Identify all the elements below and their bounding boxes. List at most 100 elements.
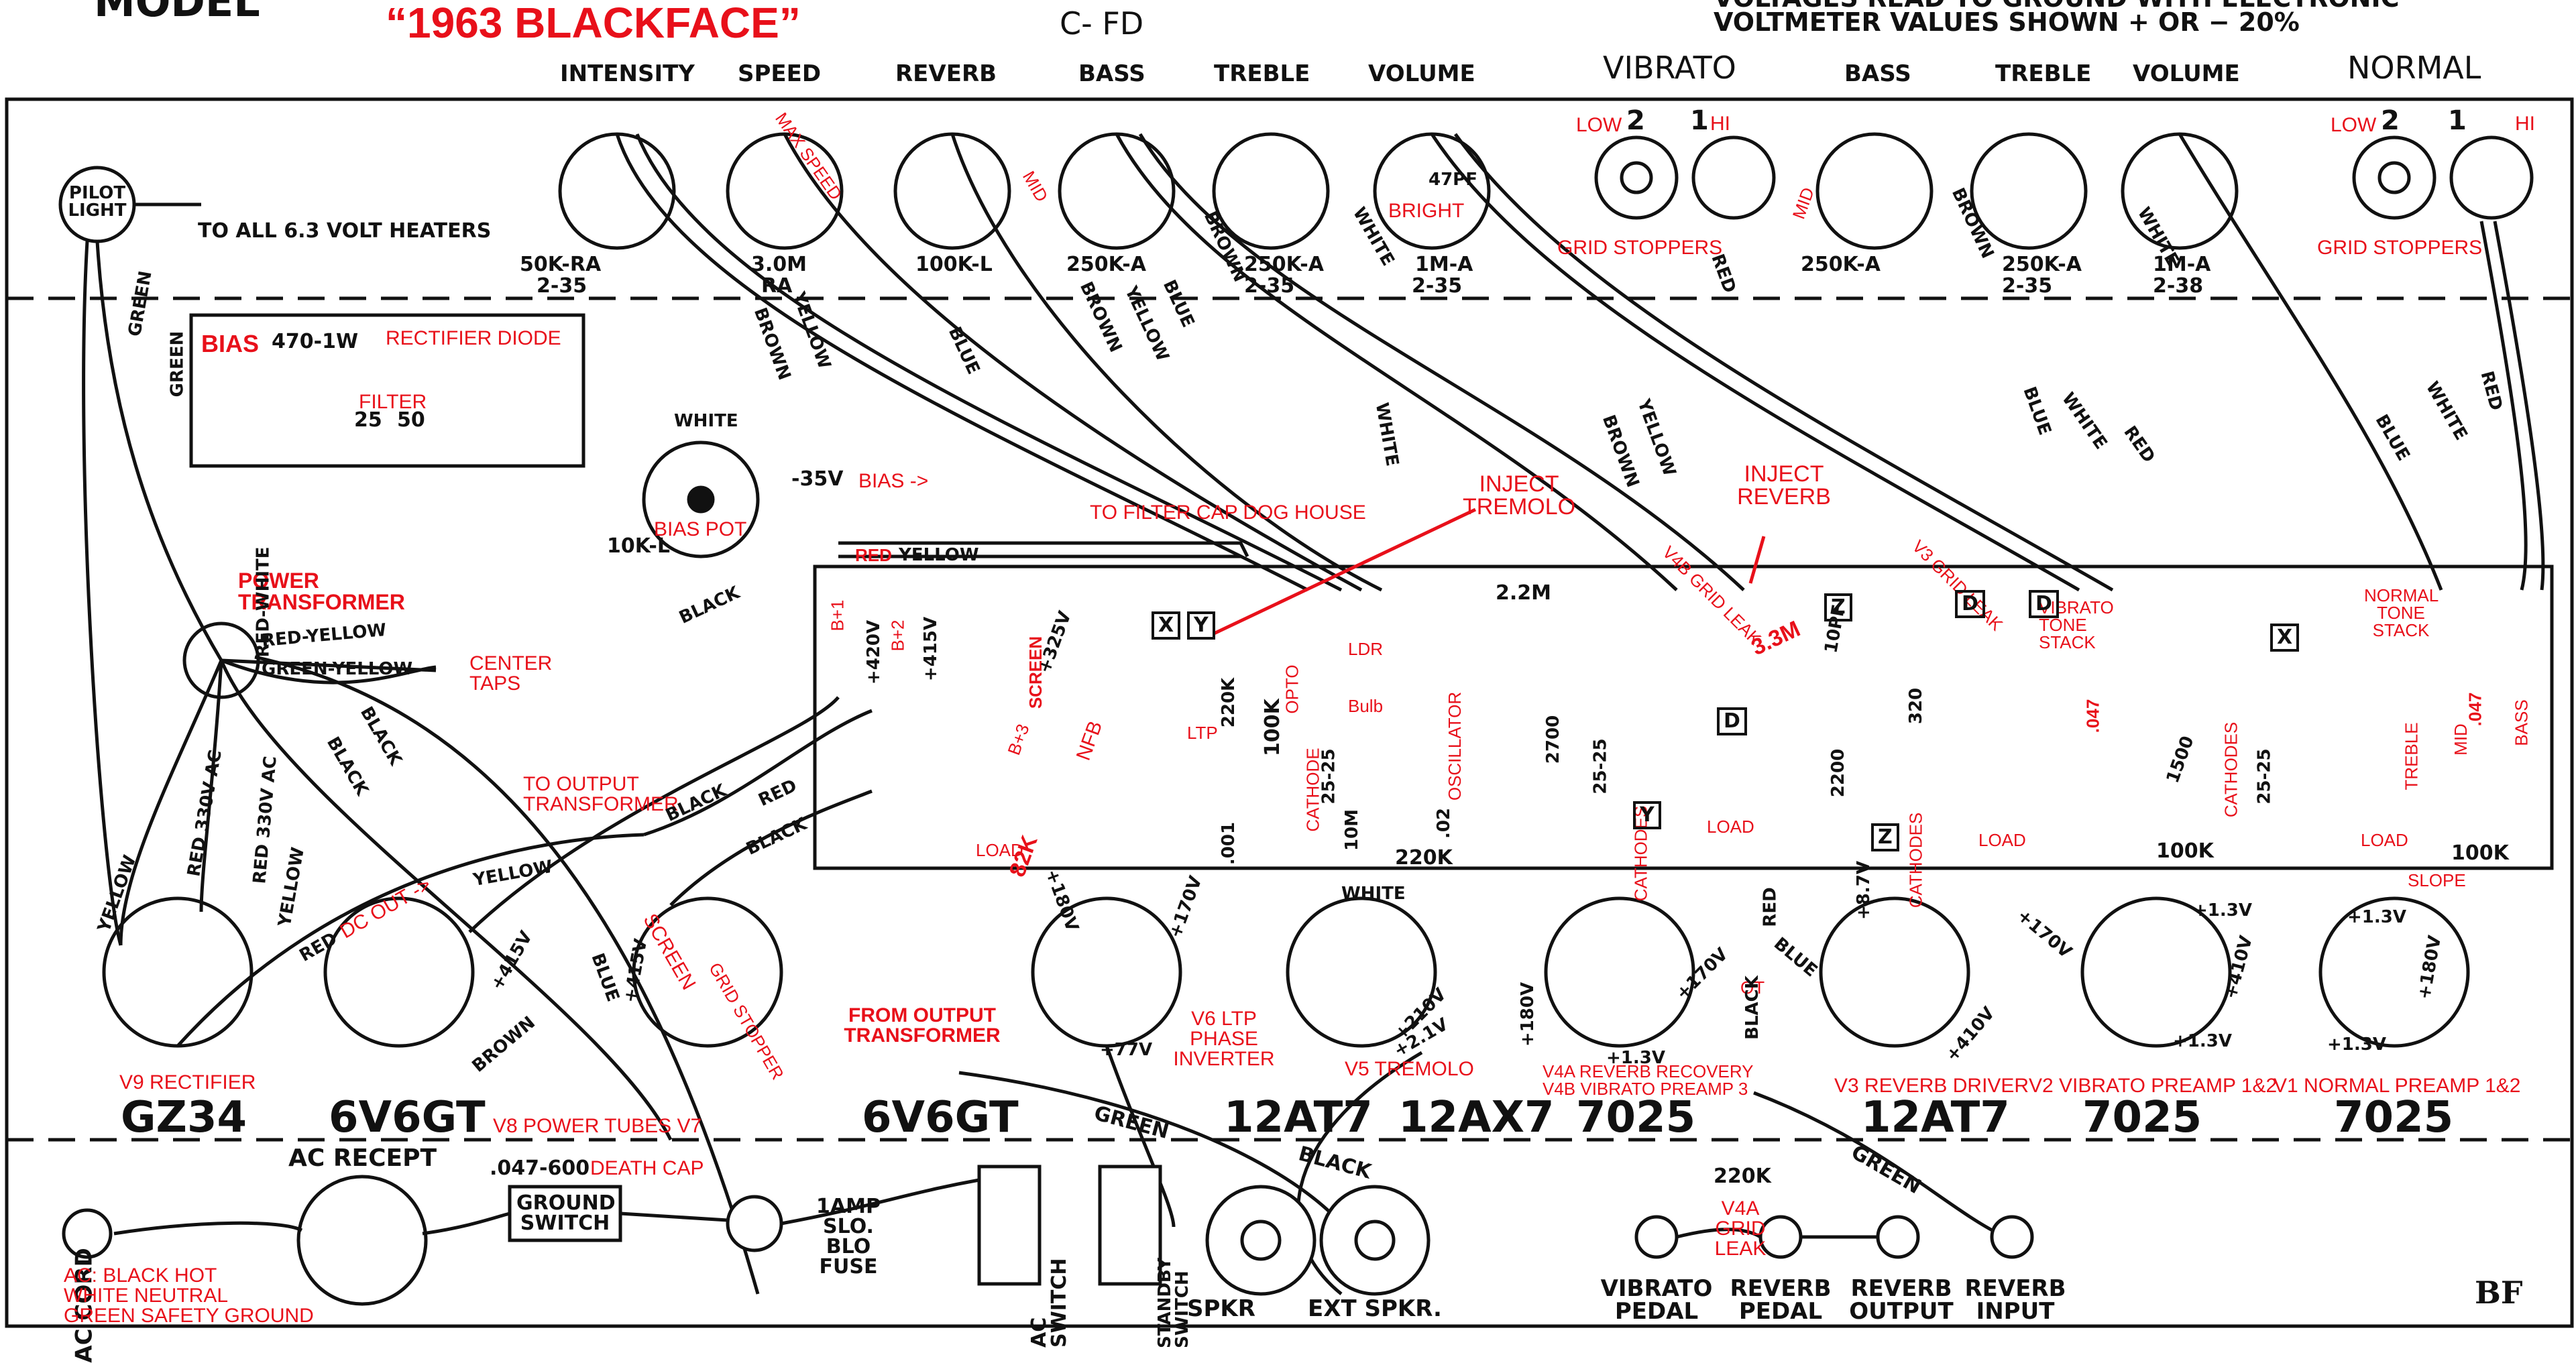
death-cap-label: DEATH CAP [590,1157,704,1179]
load-label-4: LOAD [2361,830,2408,850]
load-label-2: LOAD [1707,817,1754,837]
load-label-3: LOAD [1978,830,2026,850]
ext-spkr-label: EXT SPKR. [1308,1295,1442,1322]
wire-white-v5: WHITE [1341,884,1406,904]
knob-label-treble-norm: TREBLE [1995,60,2092,87]
node-x-2: X [2270,624,2300,652]
to-output-transformer-label: TO OUTPUT TRANSFORMER [523,773,679,815]
input-num-1: 1 [1690,105,1709,136]
pot-value: 250K-A [1066,253,1146,276]
ground-switch-label: GROUND SWITCH [516,1191,616,1235]
socket-7025-a [1544,896,1695,1048]
grid-stoppers-norm: GRID STOPPERS [2317,237,2483,259]
r100k-label-3: 100K [2451,841,2509,865]
v1-3-label-3: +1.3V [2173,1031,2232,1051]
pot-value: 250K-A [2002,253,2082,276]
c25-25-label-3: 25-25 [2254,748,2275,805]
knob-label-reverb: REVERB [895,60,997,87]
pot-reverb [893,132,1011,250]
voltage-note-2: VOLTMETER VALUES SHOWN + OR − 20% [1714,7,2300,37]
c002-label: .02 [1434,807,1455,839]
filter-label: FILTER [359,391,427,413]
pot-volume-norm [2121,132,2239,250]
ldr-label: LDR [1348,639,1384,659]
pot-10k-label: 10K-L [607,534,670,558]
r320-label: 320 [1906,687,1927,725]
cathodes-label-3: CATHODES [2221,721,2241,818]
oscillator-label: OSCILLATOR [1445,691,1465,801]
node-y-2: Y [1633,801,1661,829]
reverb-pedal-label: REVERB PEDAL [1730,1275,1832,1325]
ot-label: OT [1740,977,1765,998]
bulb-label: Bulb [1348,696,1384,716]
pilot-light-label: PILOT LIGHT [68,183,127,221]
wire-red-board: RED [855,545,892,565]
v1-3-label-5: +1.3V [2327,1034,2386,1055]
knob-label-treble: TREBLE [1214,60,1310,87]
pot-code: 2-35 [537,274,587,298]
wire-red-v4: RED [1760,887,1781,927]
r10m-label: 10M [1342,809,1363,851]
tube-7025-3: 7025 [2334,1093,2454,1142]
r220k-board: 220K [1219,677,1239,728]
c25-25-label-2: 25-25 [1590,738,1611,794]
r2700-label: 2700 [1543,715,1564,764]
knob-label-bass-norm: BASS [1844,60,1911,87]
rectifier-diode-label: RECTIFIER DIODE [386,327,561,349]
tube-7025-2: 7025 [2082,1093,2202,1142]
pot-value: 250K-A [1244,253,1324,276]
r100k-board: 100K [1260,699,1284,756]
ac-switch-box [977,1165,1042,1286]
b1-label: B+1 [827,599,848,632]
wire-red-white: RED-WHITE [253,546,274,658]
ac-cord-hole [62,1208,113,1259]
tube-role-v5: V5 TREMOLO [1345,1058,1474,1080]
v1-3-label-2: +1.3V [2193,900,2252,921]
pot-bass-norm [1815,132,1934,250]
tube-role-v6: V6 LTP PHASE INVERTER [1173,1008,1275,1070]
tube-role-v8: V8 POWER TUBES V7 [493,1115,702,1137]
node-y: Y [1187,611,1215,640]
vibrato-pedal-jack [1634,1215,1679,1259]
fuse-label: 1AMP SLO. BLO FUSE [816,1195,881,1279]
tube-7025-1: 7025 [1576,1093,1696,1142]
from-output-transformer-label: FROM OUTPUT TRANSFORMER [844,1004,1001,1047]
standby-switch-box [1098,1165,1162,1286]
wire-white-bias: WHITE [674,411,738,431]
standby-switch-label: STANDBY SWITCH [1155,1257,1192,1348]
bass-label: BASS [2511,699,2532,746]
channel-normal: NORMAL [2347,50,2481,86]
reverb-output-jack [1876,1215,1920,1259]
vibrato-tone-stack-label: VIBRATO TONE STACK [2039,597,2114,652]
r100k-label-2: 100K [2156,839,2214,863]
pot-value: 1M-A [2153,253,2211,276]
socket-gz34 [102,896,254,1048]
bright-cap-label: 47PF [1429,170,1477,190]
input-low: LOW [1576,114,1622,136]
channel-vibrato: VIBRATO [1603,50,1736,86]
schematic-diagram: MODEL “1963 BLACKFACE” C- FD VOLTAGES RE… [5,0,2574,1363]
grid-stoppers-vib: GRID STOPPERS [1557,237,1723,259]
c047b-label: .047 [2465,692,2485,727]
center-taps-label: CENTER TAPS [469,652,553,695]
wire-black-v4: BLACK [1742,975,1762,1040]
tube-12at7-1: 12AT7 [1224,1093,1373,1142]
input-hi-norm: HI [2515,113,2535,135]
pot-value: 1M-A [1415,253,1473,276]
r220k-bottom: 220K [1714,1165,1771,1188]
v415-label: +415V [921,616,942,682]
normal-tone-stack-label: NORMAL TONE STACK [2364,585,2439,640]
heaters-label: TO ALL 6.3 VOLT HEATERS [198,219,492,243]
bias-arrow-label: BIAS -> [858,470,929,492]
pot-code: 2-35 [1412,274,1463,298]
slope-label: SLOPE [2408,870,2466,890]
ac-note-2: WHITE NEUTRAL [64,1285,229,1307]
tube-role-v3: V3 REVERB DRIVER [1834,1075,2029,1097]
pot-code: 2-35 [2002,274,2053,298]
node-z-1: Z [1824,593,1852,621]
page-title: “1963 BLACKFACE” [386,0,801,47]
wire-yellow-board: YELLOW [899,545,979,565]
bias-volt-label: -35V [791,467,844,491]
model-code: C- FD [1060,5,1144,42]
c001-label: .001 [1219,821,1239,866]
